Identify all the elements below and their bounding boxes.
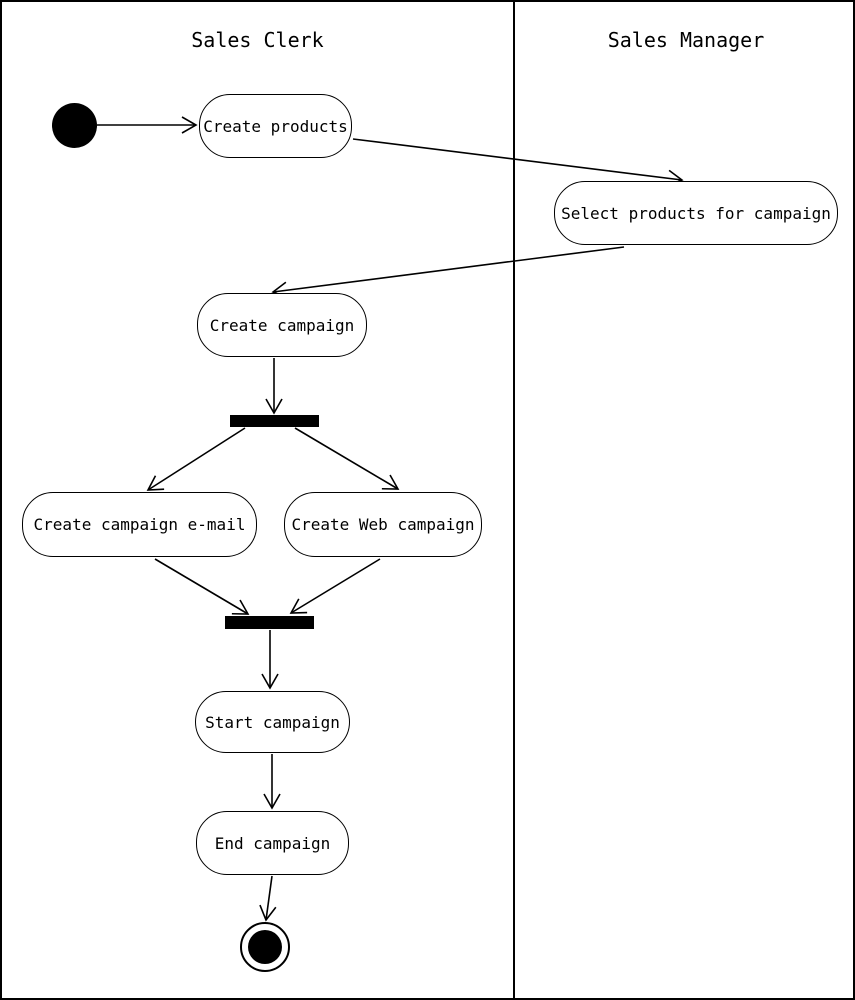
activity-label: End campaign — [214, 833, 331, 853]
edge-fork-to-create-campaign-email — [146, 427, 246, 491]
edge-create-products-to-select-products — [352, 138, 684, 187]
join-bar — [225, 616, 314, 629]
activity-start-campaign: Start campaign — [195, 691, 350, 753]
activity-label: Create products — [203, 116, 348, 136]
activity-create-web-campaign: Create Web campaign — [284, 492, 482, 557]
lane-header-sales-manager: Sales Manager — [607, 28, 765, 52]
edge-select-products-to-create-campaign — [271, 246, 625, 299]
final-node — [240, 922, 290, 972]
fork-bar — [230, 415, 319, 427]
activity-create-campaign-email: Create campaign e-mail — [22, 492, 257, 557]
activity-end-campaign: End campaign — [196, 811, 349, 875]
edge-create-web-campaign-to-join — [289, 558, 381, 614]
final-node-core — [248, 930, 282, 964]
initial-node — [52, 103, 97, 148]
activity-create-products: Create products — [199, 94, 352, 158]
activity-label: Create campaign — [209, 315, 355, 335]
activity-label: Start campaign — [205, 712, 340, 732]
edge-end-campaign-to-final — [259, 875, 277, 922]
lane-divider — [513, 2, 515, 998]
edge-fork-to-create-web-campaign — [294, 427, 400, 490]
activity-select-products-for-campaign: Select products for campaign — [554, 181, 838, 245]
activity-label: Create Web campaign — [291, 515, 475, 534]
edge-create-campaign-email-to-join — [154, 558, 250, 615]
activity-label: Select products for campaign — [561, 203, 831, 223]
lane-header-sales-clerk: Sales Clerk — [191, 28, 324, 52]
activity-label: Create campaign e-mail — [33, 515, 246, 534]
activity-create-campaign: Create campaign — [197, 293, 367, 357]
